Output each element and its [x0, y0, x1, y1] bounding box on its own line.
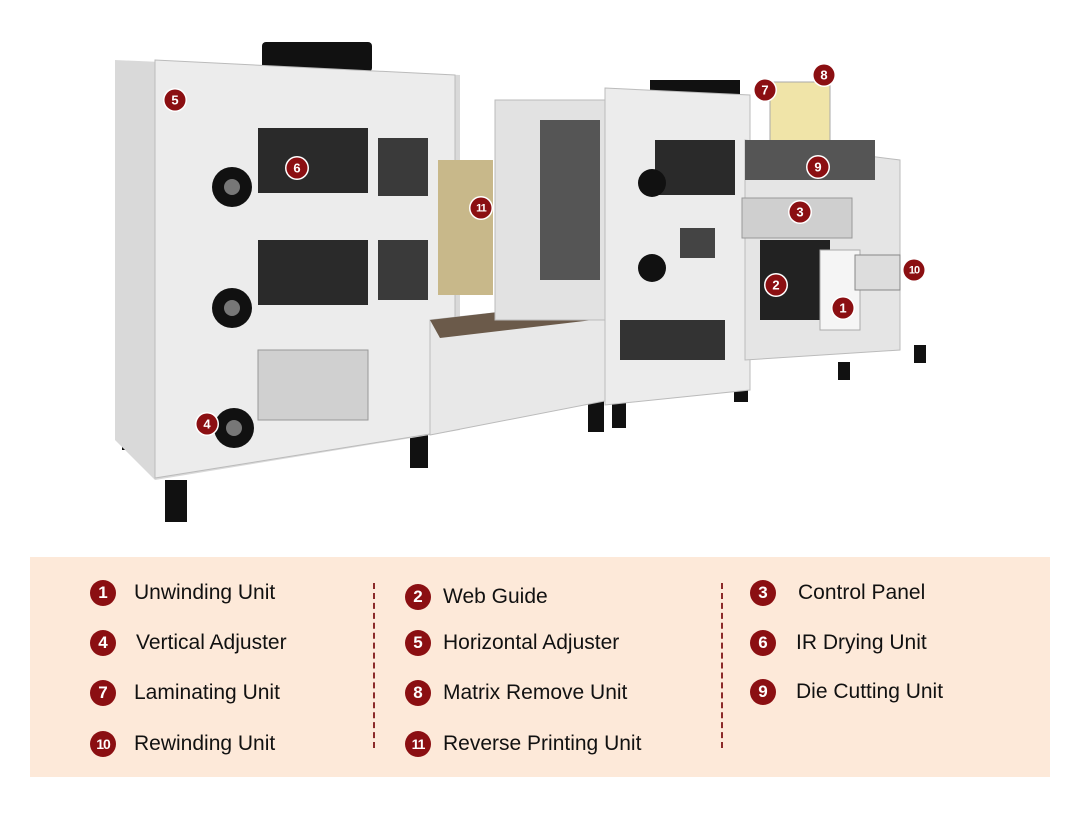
legend-item-unwinding-unit: 1 Unwinding Unit [90, 578, 275, 608]
legend-number: 10 [90, 731, 116, 757]
legend-item-control-panel: 3 Control Panel [750, 578, 925, 608]
legend-number: 2 [405, 584, 431, 610]
legend-label: Control Panel [798, 581, 926, 604]
legend-number: 9 [750, 679, 776, 705]
legend-label: Reverse Printing Unit [443, 732, 642, 755]
machine-marker-8: 8 [813, 64, 835, 86]
legend-number: 6 [750, 630, 776, 656]
legend-item-horizontal-adjuster: 5 Horizontal Adjuster [405, 628, 619, 658]
legend-item-vertical-adjuster: 4 Vertical Adjuster [90, 628, 287, 658]
legend-item-matrix-remove-unit: 8 Matrix Remove Unit [405, 678, 627, 708]
legend-label: IR Drying Unit [796, 631, 927, 654]
machine-marker-7: 7 [754, 79, 776, 101]
machine-marker-2: 2 [765, 274, 787, 296]
legend-panel: 1 Unwinding Unit 2 Web Guide 3 Control Pane… [30, 557, 1050, 777]
legend-label: Unwinding Unit [134, 581, 276, 604]
legend-number: 4 [90, 630, 116, 656]
legend-label: Rewinding Unit [134, 732, 276, 755]
legend-label: Matrix Remove Unit [443, 681, 628, 704]
legend-label: Web Guide [443, 585, 548, 608]
legend-label: Die Cutting Unit [796, 680, 944, 703]
machine-marker-1: 1 [832, 297, 854, 319]
machine-marker-11: 11 [470, 197, 492, 219]
printing-machine-illustration [115, 42, 926, 522]
legend-number: 1 [90, 580, 116, 606]
legend-item-rewinding-unit: 10 Rewinding Unit [90, 729, 275, 759]
legend-number: 11 [405, 731, 431, 757]
legend-item-reverse-printing-unit: 11 Reverse Printing Unit [405, 729, 641, 759]
legend-item-web-guide: 2 Web Guide [405, 582, 548, 612]
legend-number: 8 [405, 680, 431, 706]
machine-marker-6: 6 [286, 157, 308, 179]
legend-divider [373, 583, 375, 748]
legend-item-ir-drying-unit: 6 IR Drying Unit [750, 628, 927, 658]
legend-item-die-cutting-unit: 9 Die Cutting Unit [750, 677, 943, 707]
legend-label: Laminating Unit [134, 681, 280, 704]
legend-number: 5 [405, 630, 431, 656]
machine-marker-4: 4 [196, 413, 218, 435]
machine-marker-5: 5 [164, 89, 186, 111]
legend-label: Vertical Adjuster [136, 631, 287, 654]
legend-item-laminating-unit: 7 Laminating Unit [90, 678, 280, 708]
legend-label: Horizontal Adjuster [443, 631, 620, 654]
legend-number: 3 [750, 580, 776, 606]
machine-marker-10: 10 [903, 259, 925, 281]
machine-marker-9: 9 [807, 156, 829, 178]
legend-divider [721, 583, 723, 748]
machine-marker-3: 3 [789, 201, 811, 223]
legend-number: 7 [90, 680, 116, 706]
